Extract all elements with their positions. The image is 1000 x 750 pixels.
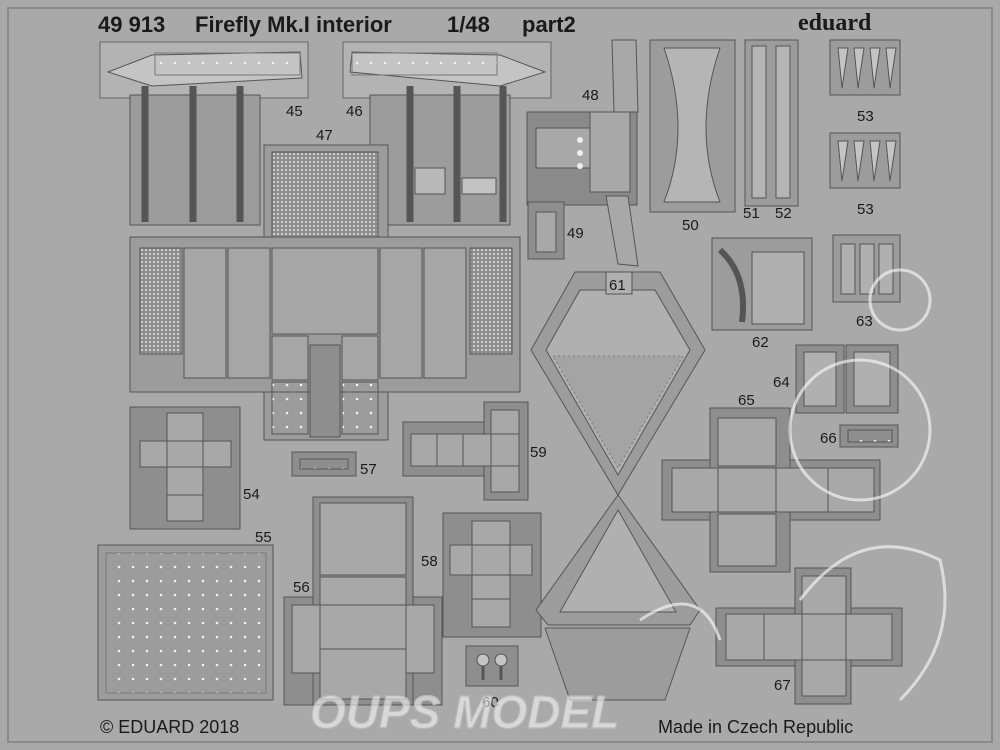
part-57 — [291, 451, 357, 477]
part-67 — [715, 567, 903, 705]
label-45: 45 — [286, 103, 303, 120]
label-53-bottom: 53 — [857, 201, 874, 218]
part-53-top — [829, 39, 901, 96]
label-55: 55 — [255, 529, 272, 546]
copyright-text: © EDUARD 2018 — [100, 717, 239, 737]
label-59: 59 — [530, 444, 547, 461]
part-63 — [832, 234, 901, 303]
part-60 — [465, 645, 519, 687]
label-58: 58 — [421, 553, 438, 570]
fret-inner-border — [7, 7, 993, 743]
part-45 — [99, 41, 309, 226]
product-name: Firefly Mk.I interior — [195, 12, 392, 37]
part-66 — [839, 424, 899, 448]
part-62 — [711, 237, 813, 331]
label-52: 52 — [775, 205, 792, 222]
label-65: 65 — [738, 392, 755, 409]
part-61 — [530, 271, 706, 701]
part-51-52 — [744, 39, 799, 207]
label-46: 46 — [346, 103, 363, 120]
label-62: 62 — [752, 334, 769, 351]
label-47: 47 — [316, 127, 333, 144]
label-63: 63 — [856, 313, 873, 330]
watermark-mascot-icon — [639, 268, 947, 702]
part-46 — [342, 41, 552, 226]
label-56: 56 — [293, 579, 310, 596]
label-60: 60 — [482, 694, 499, 711]
part-56 — [283, 496, 443, 706]
brand-logo: eduard — [798, 10, 872, 36]
part-64 — [795, 344, 899, 414]
scale-label: 1/48 — [447, 12, 490, 37]
part-48 — [526, 39, 639, 267]
label-61: 61 — [609, 277, 626, 294]
label-50: 50 — [682, 217, 699, 234]
part-label: part2 — [522, 12, 576, 37]
product-code: 49 913 — [98, 12, 165, 37]
label-48: 48 — [582, 87, 599, 104]
part-53-bottom — [829, 132, 901, 189]
label-54: 54 — [243, 486, 260, 503]
label-67: 67 — [774, 677, 791, 694]
part-47 — [129, 144, 521, 441]
label-53-top: 53 — [857, 108, 874, 125]
part-50 — [649, 39, 736, 213]
label-57: 57 — [360, 461, 377, 478]
part-54 — [129, 406, 241, 530]
label-49: 49 — [567, 225, 584, 242]
label-64: 64 — [773, 374, 790, 391]
part-65 — [661, 407, 881, 573]
part-55 — [97, 544, 274, 701]
watermark-text: OUPS MODEL — [310, 686, 619, 738]
label-66: 66 — [820, 430, 837, 447]
origin-text: Made in Czech Republic — [658, 717, 853, 737]
label-51: 51 — [743, 205, 760, 222]
part-59 — [402, 401, 529, 501]
part-49 — [527, 201, 565, 260]
part-58 — [442, 512, 542, 638]
